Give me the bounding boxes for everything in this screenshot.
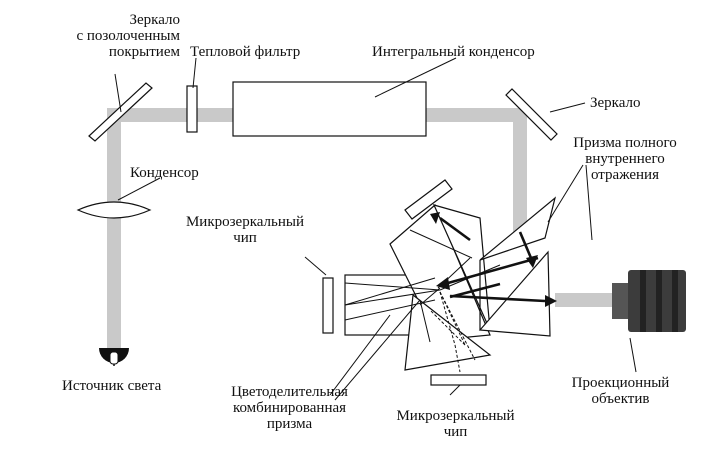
label-dmd-chip-bottom-line2: чип — [443, 424, 468, 440]
tir-prism — [478, 196, 557, 337]
label-dmd-chip-left-line1: Микрозеркальный — [185, 214, 305, 230]
label-gold-mirror-line2: с позолоченным — [76, 28, 181, 44]
label-dmd-chip-bottom-line1: Микрозеркальный — [396, 408, 515, 424]
right-mirror — [505, 88, 558, 141]
label-dmd-chip-left-line2: чип — [233, 230, 257, 246]
dmd-chip-bottom-plate — [430, 374, 487, 386]
label-dmd-chip-left: Микрозеркальный чип — [180, 214, 310, 246]
prism-bottom-triangle — [404, 293, 492, 371]
beam-to-lens — [555, 293, 615, 307]
projection-lens-icon — [612, 270, 686, 332]
label-projection-lens-line2: объектив — [591, 391, 650, 407]
label-color-prism-line2: комбинированная — [232, 400, 347, 416]
label-color-prism-line3: призма — [266, 416, 313, 432]
label-color-prism-line1: Цветоделительная — [231, 384, 348, 400]
label-heat-filter: Тепловой фильтр — [190, 44, 301, 60]
label-tir-prism-line1: Призма полного — [573, 135, 677, 151]
beam-vertical-left — [107, 108, 121, 348]
dmd-chip-left-plate — [322, 277, 334, 334]
beam-vertical-right — [513, 108, 527, 238]
light-source-icon — [99, 348, 129, 366]
label-dmd-chip-bottom: Микрозеркальный чип — [388, 408, 523, 440]
color-prism — [344, 204, 492, 371]
label-tir-prism-line3: отражения — [591, 167, 659, 183]
leader-lines — [114, 57, 637, 401]
label-gold-mirror-line3: покрытием — [108, 44, 180, 60]
label-condenser: Конденсор — [130, 165, 199, 181]
label-tir-prism-line2: внутреннего — [585, 151, 665, 167]
dashed-rays — [429, 291, 476, 373]
heat-filter — [186, 85, 198, 133]
beam-arrows — [430, 212, 557, 307]
label-gold-mirror: Зеркало с позолоченным покрытием — [30, 12, 181, 60]
label-tir-prism: Призма полного внутреннего отражения — [560, 135, 690, 183]
integral-condenser — [232, 81, 427, 137]
label-integral-condenser: Интегральный конденсор — [372, 44, 535, 60]
label-gold-mirror-line1: Зеркало — [129, 12, 180, 28]
label-light-source: Источник света — [62, 378, 162, 394]
label-projection-lens: Проекционный объектив — [558, 375, 683, 407]
condenser-lens — [76, 201, 152, 219]
label-mirror: Зеркало — [590, 95, 641, 111]
label-projection-lens-line1: Проекционный — [571, 375, 670, 391]
dmd-chip-top-plate — [404, 179, 453, 220]
tir-lower — [478, 250, 551, 337]
label-color-prism: Цветоделительная комбинированная призма — [222, 384, 357, 432]
